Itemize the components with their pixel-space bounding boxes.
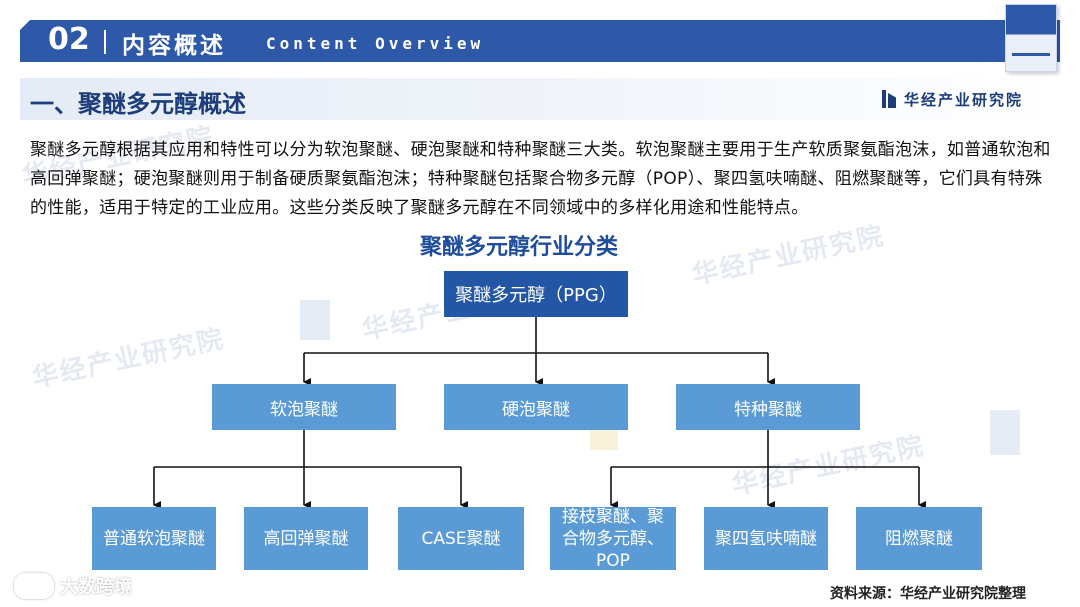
- diagram-title: 聚醚多元醇行业分类: [420, 235, 619, 260]
- node-flame-retardant: 阻燃聚醚: [856, 507, 982, 570]
- overview-paragraph: 聚醚多元醇根据其应用和特性可以分为软泡聚醚、硬泡聚醚和特种聚醚三大类。软泡聚醚主…: [30, 140, 1051, 218]
- header-divider: [104, 30, 106, 54]
- node-grafted-pop: 接枝聚醚、聚合物多元醇、POP: [550, 507, 676, 571]
- node-root: 聚醚多元醇（PPG）: [444, 271, 628, 317]
- node-soft-foam: 软泡聚醚: [212, 384, 396, 430]
- brand-name: 华经产业研究院: [904, 90, 1024, 109]
- report-cover-thumbnail: [1005, 4, 1057, 72]
- source-note: 资料来源：华经产业研究院整理: [830, 586, 1026, 602]
- node-ordinary-soft-foam: 普通软泡聚醚: [92, 507, 216, 570]
- section-heading-band: [20, 78, 1060, 120]
- header-subtitle: Content Overview: [266, 34, 485, 53]
- section-number: 02: [48, 22, 90, 57]
- brand: 华经产业研究院: [882, 89, 1023, 109]
- node-polytetrahydrofuran: 聚四氢呋喃醚: [704, 507, 828, 570]
- brand-logo-icon: [882, 90, 896, 108]
- corner-logo-text: 大数跨境: [60, 577, 132, 598]
- node-rigid-foam: 硬泡聚醚: [444, 384, 628, 430]
- node-high-resilience: 高回弹聚醚: [244, 507, 368, 570]
- section-title: 一、聚醚多元醇概述: [30, 90, 246, 118]
- chat-bubble-icon: [14, 573, 54, 599]
- node-special: 特种聚醚: [676, 384, 860, 430]
- corner-logo: 大数跨境: [14, 573, 132, 599]
- node-case: CASE聚醚: [398, 507, 524, 570]
- header-bar: [20, 20, 1060, 62]
- header-title: 内容概述: [122, 33, 226, 59]
